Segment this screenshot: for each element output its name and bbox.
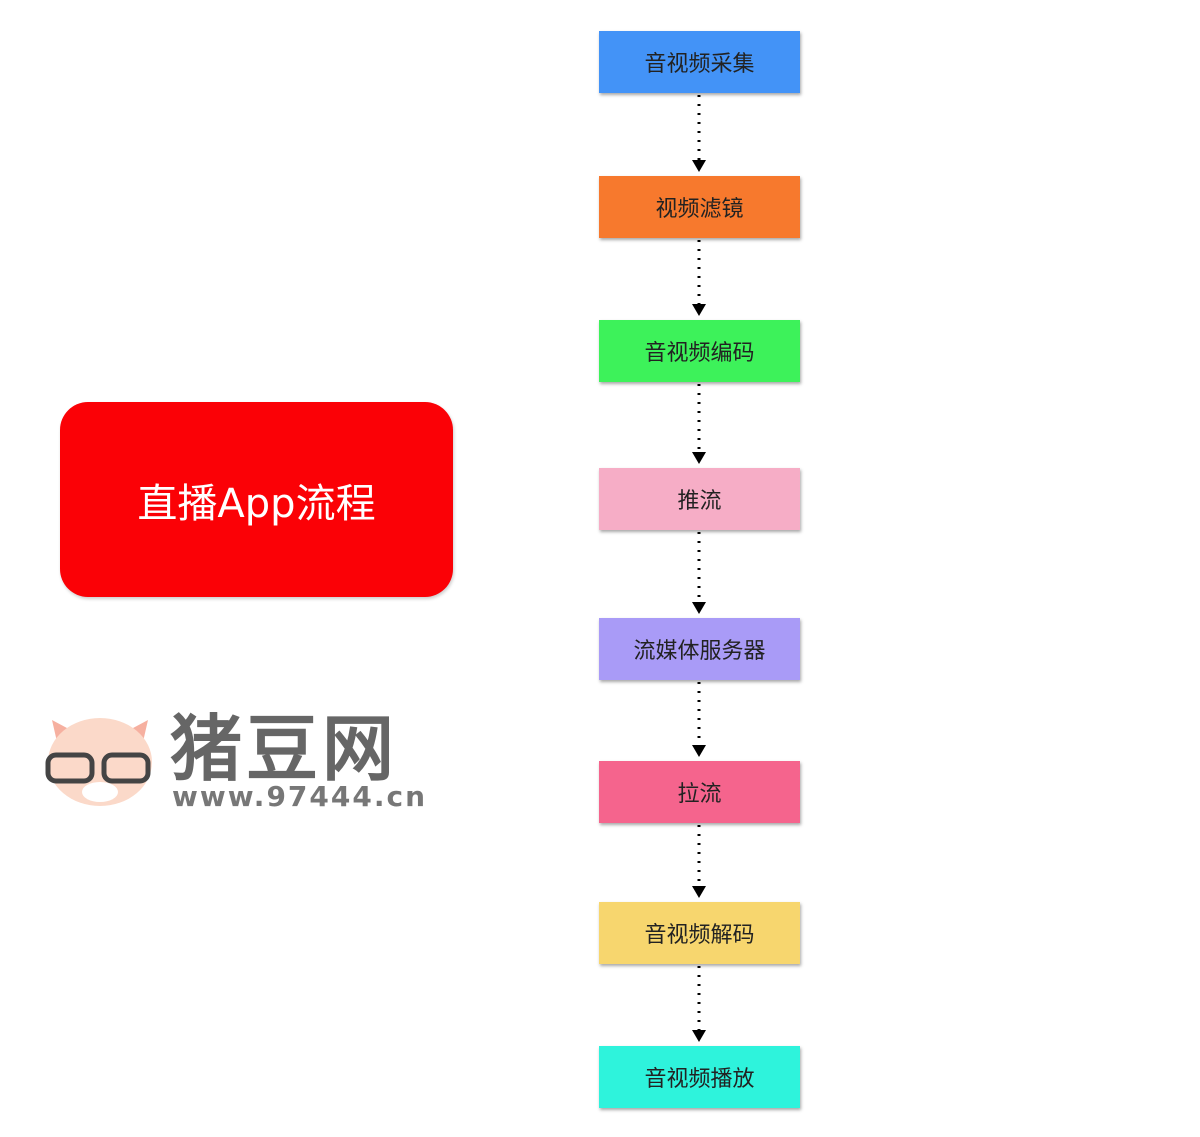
flow-step-label: 音视频采集: [644, 52, 755, 77]
arrowhead-icon: [692, 160, 706, 172]
flow-step: 拉流: [599, 761, 800, 823]
flow-step: 音视频解码: [599, 902, 800, 964]
watermark-name: 猪豆网: [170, 707, 399, 791]
arrowhead-icon: [692, 304, 706, 316]
flow-step-label: 音视频播放: [644, 1067, 755, 1092]
arrowhead-icon: [692, 886, 706, 898]
flow-step-label: 音视频解码: [644, 923, 755, 948]
diagram-title: 直播App流程: [137, 480, 376, 527]
flow-step: 视频滤镜: [599, 176, 800, 238]
flow-step-label: 流媒体服务器: [633, 639, 766, 664]
arrowhead-icon: [692, 745, 706, 757]
flow-step: 音视频采集: [599, 31, 800, 93]
arrowhead-icon: [692, 1030, 706, 1042]
watermark-url: www.97444.cn: [172, 780, 428, 813]
flow-step-label: 推流: [677, 489, 722, 514]
flow-step: 流媒体服务器: [599, 618, 800, 680]
flow-step-label: 视频滤镜: [655, 197, 744, 222]
arrowhead-icon: [692, 602, 706, 614]
flow-step-label: 拉流: [677, 782, 722, 807]
diagram-title-box: 直播App流程: [60, 402, 453, 597]
arrowhead-icon: [692, 452, 706, 464]
flow-step: 音视频编码: [599, 320, 800, 382]
flow-step-label: 音视频编码: [644, 341, 755, 366]
flow-step: 推流: [599, 468, 800, 530]
flow-step: 音视频播放: [599, 1046, 800, 1108]
